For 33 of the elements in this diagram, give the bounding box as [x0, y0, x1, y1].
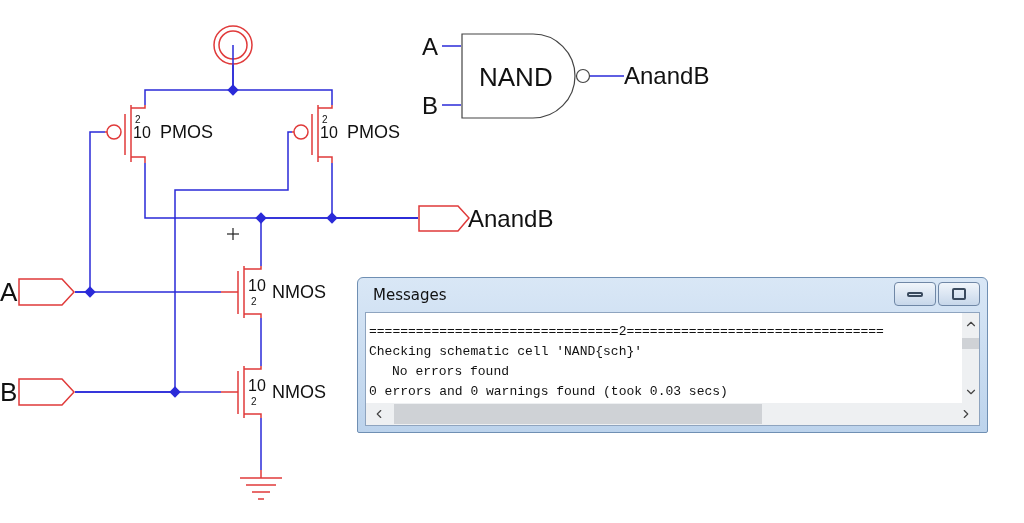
wire — [74, 291, 222, 293]
wire — [441, 104, 462, 106]
window-title: Messages — [373, 286, 447, 304]
transistor-type-label: NMOS — [272, 383, 326, 401]
signal-label: AnandB — [624, 64, 710, 88]
transistor-size-label: 2 — [251, 397, 257, 407]
message-line: Checking schematic cell 'NAND{sch}' — [369, 343, 643, 361]
signal-label: A — [422, 35, 438, 59]
pin-name: A — [0, 279, 18, 305]
transistor-size-label: 2 — [135, 115, 141, 125]
transistor-size-label: 10 — [248, 278, 266, 294]
transistor-size-label: 2 — [251, 297, 257, 307]
message-line: 0 errors and 0 warnings found (took 0.03 secs) — [369, 383, 728, 401]
message-line: No errors found — [391, 363, 510, 381]
transistor-type-label: PMOS — [160, 123, 213, 141]
transistor-type-label: PMOS — [347, 123, 400, 141]
wire — [589, 75, 625, 77]
wire — [441, 45, 462, 47]
transistor-size-label: 10 — [248, 378, 266, 394]
wire — [232, 64, 333, 106]
transistor-size-label: 10 — [320, 125, 338, 141]
wire — [260, 317, 262, 367]
signal-label: B — [422, 94, 438, 118]
wire — [260, 217, 419, 267]
pin-name: AnandB — [468, 207, 554, 231]
wire — [260, 417, 262, 471]
wire — [74, 391, 222, 393]
message-line: ================================2================================= — [369, 323, 884, 341]
gate-name: NAND — [479, 64, 553, 90]
transistor-size-label: 2 — [322, 115, 328, 125]
transistor-type-label: NMOS — [272, 283, 326, 301]
pin-name: B — [0, 379, 18, 405]
transistor-size-label: 10 — [133, 125, 151, 141]
